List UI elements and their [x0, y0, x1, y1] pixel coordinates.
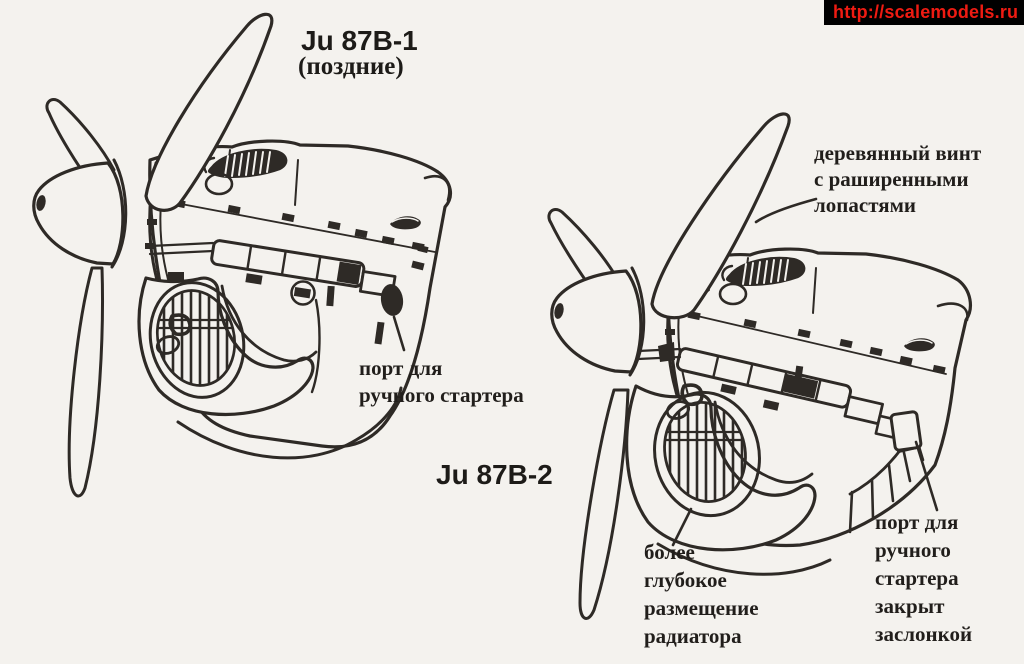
b2-side-vent	[904, 338, 935, 352]
watermark-banner: http://scalemodels.ru	[824, 0, 1024, 25]
b1-side-vent	[390, 216, 421, 230]
b1-fastener-row	[145, 198, 436, 288]
b2-spinner	[550, 266, 646, 377]
b1-chin-ellipse	[155, 335, 181, 355]
b2-radiator	[625, 383, 832, 576]
b1-gun-trough	[148, 239, 397, 345]
b1-blade-down	[67, 266, 104, 498]
title-ju87b2: Ju 87B-2	[436, 459, 553, 490]
ju87b2-drawing	[547, 112, 973, 620]
b1-blade-upper-right	[144, 12, 274, 212]
leader-b2-radiator	[671, 507, 693, 547]
watermark-url: http://scalemodels.ru	[833, 2, 1019, 22]
annotation-starter-port-b1: порт для ручного стартера	[359, 356, 524, 407]
annotation-radiator-b2: более глубокое размещение радиатора	[644, 540, 759, 648]
ju87b1-drawing	[32, 12, 453, 498]
b2-exhaust-slot	[721, 256, 806, 286]
b2-fastener-row	[663, 310, 947, 375]
title-ju87b1-variant: (поздние)	[298, 53, 404, 80]
b1-starter-port	[380, 284, 404, 316]
b2-chin-triangle	[680, 383, 704, 407]
annotation-starter-port-b2: порт для ручного стартера закрыт заслонк…	[875, 510, 973, 646]
b1-spinner	[32, 158, 128, 269]
b1-radiator	[137, 276, 318, 417]
leader-wooden-prop	[754, 197, 818, 224]
b2-access-panel	[718, 282, 748, 306]
title-ju87b1: Ju 87B-1	[301, 25, 418, 56]
b1-access-panel	[204, 172, 234, 196]
b1-exhaust-slot	[203, 148, 288, 178]
leader-lines	[392, 197, 939, 547]
b2-chin-ellipse	[665, 400, 691, 420]
b2-gun-trough	[636, 342, 907, 441]
annotation-wooden-propeller: деревянный винт с раширенными лопастями	[814, 141, 982, 217]
b2-blade-down	[578, 388, 630, 620]
b2-blade-upper-right	[650, 112, 791, 320]
b1-chin-triangle	[168, 313, 192, 337]
b2-starter-flap	[889, 410, 923, 454]
b1-round-port	[290, 280, 316, 306]
leader-b1-starter	[392, 315, 406, 352]
b2-radiator-grille	[660, 398, 752, 508]
leader-b2-starter	[914, 440, 939, 512]
